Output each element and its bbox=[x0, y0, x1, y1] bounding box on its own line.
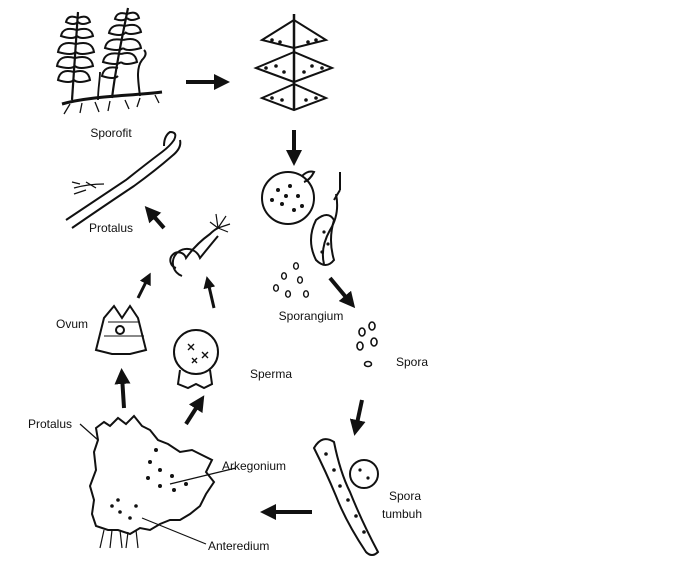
label-spora-tumbuh-line2: tumbuh bbox=[382, 507, 422, 521]
arrow-spora-to-germinating bbox=[356, 400, 362, 428]
arrow-sperma-to-zygote bbox=[208, 282, 214, 308]
label-spora-tumbuh-line1: Spora bbox=[389, 489, 421, 503]
sporangium-illustration bbox=[262, 172, 340, 298]
pinna-sori-illustration bbox=[256, 14, 332, 110]
label-spora: Spora bbox=[396, 355, 428, 369]
spora-illustration bbox=[357, 322, 377, 367]
arrow-protalus-to-ovum bbox=[122, 376, 124, 408]
label-arkegonium: Arkegonium bbox=[222, 459, 286, 473]
protalus-young-illustration bbox=[66, 132, 180, 228]
label-sperma: Sperma bbox=[250, 367, 292, 381]
label-sporofit: Sporofit bbox=[90, 126, 132, 140]
zygote-spiral-illustration bbox=[170, 214, 230, 276]
spora-tumbuh-illustration bbox=[314, 439, 378, 555]
protalus-mature-illustration bbox=[80, 416, 236, 548]
label-protalus-mature: Protalus bbox=[28, 417, 72, 431]
arrow-ovum-to-zygote bbox=[138, 278, 148, 298]
sporofit-illustration bbox=[57, 8, 162, 114]
label-protalus-young: Protalus bbox=[89, 221, 133, 235]
arrow-zygote-to-protalus bbox=[150, 212, 164, 228]
label-ovum: Ovum bbox=[56, 317, 88, 331]
label-anteredium: Anteredium bbox=[208, 539, 269, 553]
arrow-sporangium-to-spora bbox=[330, 278, 350, 302]
sperma-illustration bbox=[174, 330, 218, 388]
label-sporangium: Sporangium bbox=[279, 309, 344, 323]
ovum-illustration bbox=[96, 306, 146, 354]
arrow-protalus-to-sperma bbox=[186, 402, 200, 424]
